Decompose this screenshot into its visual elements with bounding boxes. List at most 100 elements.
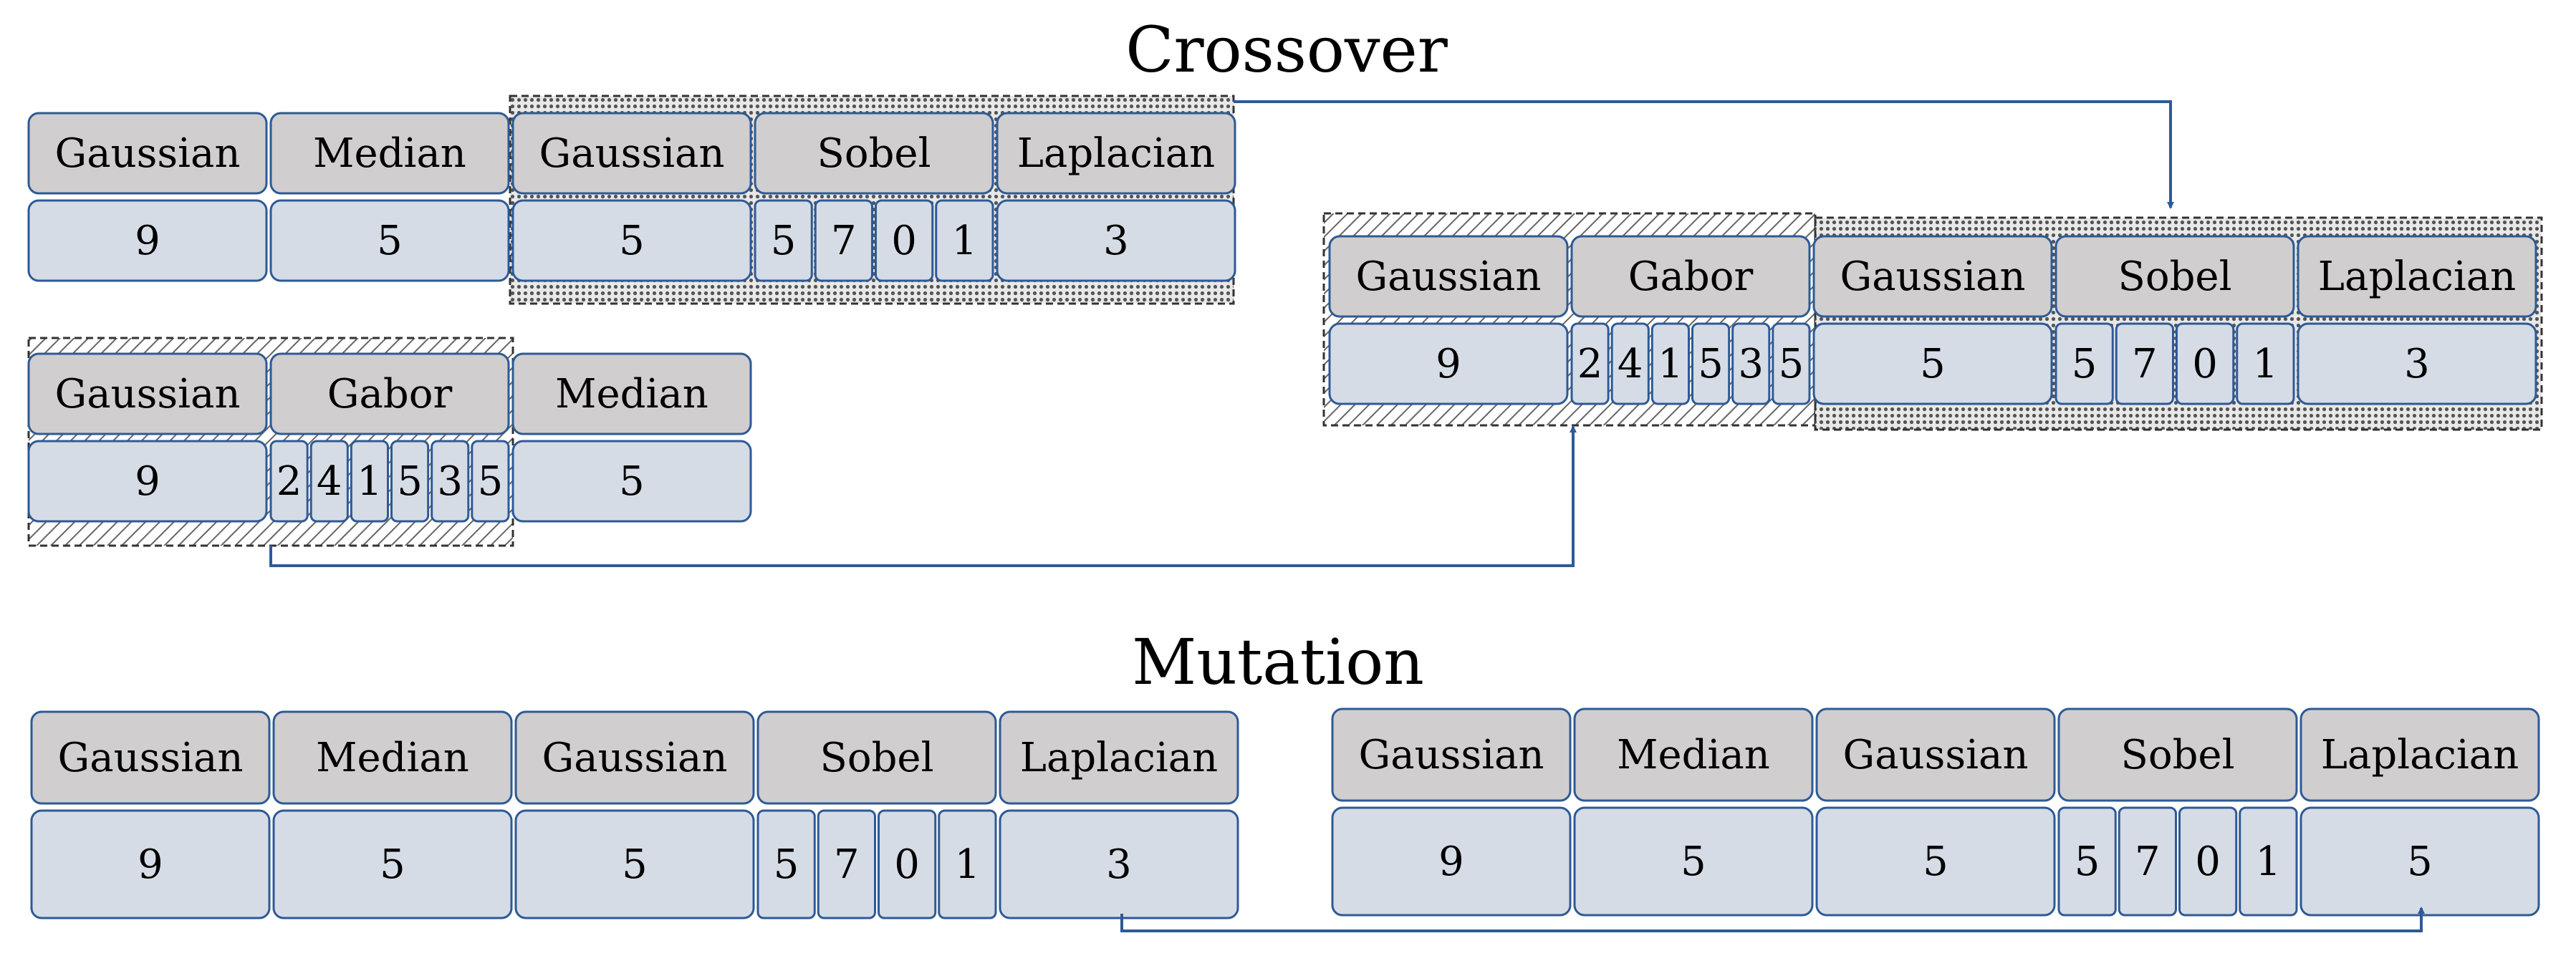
param-value-box	[938, 809, 997, 919]
filter-header-box	[1812, 235, 2053, 318]
param-value-label: 9	[135, 458, 160, 505]
param-value-label: 5	[622, 841, 648, 888]
param-value-label: 2	[277, 458, 302, 505]
filter-header-box	[996, 112, 1236, 195]
filter-name-label: Gaussian	[539, 130, 724, 177]
mutation-arrow	[1120, 907, 2425, 932]
param-value-box	[514, 809, 755, 919]
filter-name-label: Median	[313, 130, 466, 177]
param-value-label: 9	[135, 218, 160, 264]
param-value-box	[269, 440, 309, 523]
filter-name-label: Median	[316, 735, 469, 781]
param-value-box	[875, 199, 934, 282]
filter-name-label: Gabor	[327, 371, 453, 417]
crossover-title: Crossover	[1125, 13, 1448, 87]
parent2-to-child-arrow	[269, 425, 1577, 567]
filter-header-box	[514, 710, 755, 805]
param-value-label: 1	[955, 841, 981, 888]
param-value-label: 1	[2256, 839, 2282, 885]
param-value-box	[756, 809, 816, 919]
filter-name-label: Gaussian	[54, 371, 240, 417]
param-value-box	[1328, 322, 1569, 405]
param-value-box	[935, 199, 994, 282]
filter-name-label: Gaussian	[542, 735, 727, 781]
param-value-label: 5	[1923, 839, 1948, 885]
param-value-box	[814, 199, 873, 282]
param-value-box	[2054, 322, 2114, 405]
param-value-box	[390, 440, 430, 523]
param-value-box	[511, 199, 752, 282]
param-value-label: 5	[619, 458, 645, 505]
param-value-box	[2057, 806, 2117, 917]
filter-header-box	[511, 352, 752, 435]
param-value-label: 4	[1618, 341, 1643, 387]
param-value-label: 5	[1920, 341, 1946, 387]
param-value-box	[1610, 322, 1650, 405]
param-value-box	[2176, 322, 2235, 405]
param-value-label: 7	[831, 218, 857, 264]
param-value-box	[1812, 322, 2053, 405]
filter-header-box	[30, 710, 271, 805]
param-value-label: 1	[952, 218, 978, 264]
filter-header-box	[2297, 235, 2537, 318]
filter-header-box	[756, 710, 997, 805]
param-value-label: 5	[2072, 341, 2097, 387]
param-value-label: 0	[894, 841, 920, 888]
filter-name-label: Gaussian	[1842, 732, 2028, 778]
param-value-box	[511, 440, 752, 523]
param-value-box	[1331, 806, 1572, 917]
param-value-label: 5	[771, 218, 797, 264]
param-value-label: 7	[2135, 839, 2161, 885]
filter-header-box	[269, 112, 510, 195]
param-value-label: 9	[1438, 839, 1464, 885]
param-value-box	[471, 440, 510, 523]
filter-header-box	[27, 352, 268, 435]
param-value-label: 5	[2407, 839, 2433, 885]
param-value-label: 0	[891, 218, 917, 264]
param-value-box	[1573, 806, 1814, 917]
param-value-box	[2178, 806, 2238, 917]
param-value-box	[2118, 806, 2177, 917]
filter-header-box	[1570, 235, 1811, 318]
param-value-box	[2297, 322, 2537, 405]
param-value-label: 3	[437, 458, 463, 505]
param-value-box	[431, 440, 470, 523]
filter-name-label: Laplacian	[1020, 735, 1218, 781]
param-value-label: 3	[1103, 218, 1129, 264]
param-value-box	[878, 809, 937, 919]
param-value-box	[27, 440, 268, 523]
filter-header-box	[27, 112, 268, 195]
filter-header-box	[2054, 235, 2295, 318]
param-value-label: 5	[1698, 341, 1724, 387]
param-value-box	[1691, 322, 1731, 405]
param-value-box	[2236, 322, 2295, 405]
filter-header-box	[511, 112, 752, 195]
param-value-label: 5	[774, 841, 799, 888]
param-value-box	[1650, 322, 1690, 405]
param-value-box	[30, 809, 271, 919]
param-value-label: 2	[1577, 341, 1603, 387]
filter-name-label: Sobel	[2121, 732, 2235, 778]
param-value-label: 7	[834, 841, 860, 888]
filter-name-label: Sobel	[820, 735, 934, 781]
param-value-label: 3	[1106, 841, 1132, 888]
param-value-box	[996, 199, 1236, 282]
param-value-label: 5	[2075, 839, 2100, 885]
param-value-box	[2239, 806, 2298, 917]
